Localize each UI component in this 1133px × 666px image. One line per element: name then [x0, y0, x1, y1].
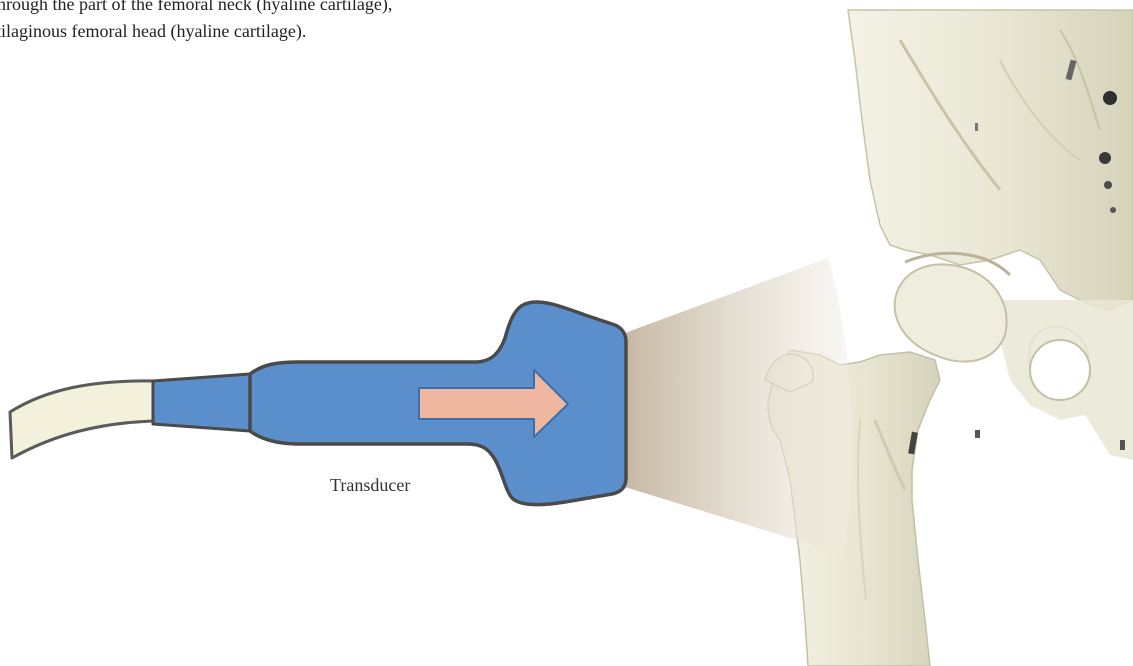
transducer-strain-relief: [153, 374, 250, 431]
pelvis-ilium: [848, 10, 1133, 310]
ultrasound-beam-icon: [625, 258, 851, 555]
femoral-head: [895, 265, 1007, 362]
transducer-cable: [10, 381, 153, 458]
transducer-label: Transducer: [330, 475, 410, 496]
